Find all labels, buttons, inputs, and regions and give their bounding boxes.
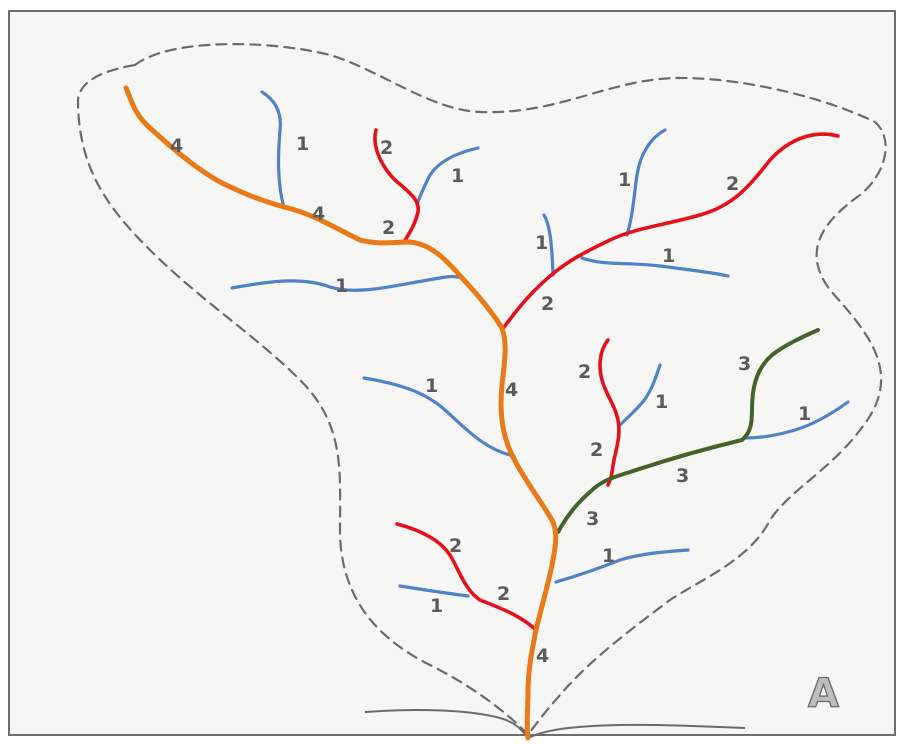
stream-order-1 [362, 376, 516, 458]
stream-order-1 [230, 274, 464, 292]
stream-order-1 [260, 90, 286, 210]
order-label: 1 [602, 545, 615, 567]
order-label: 1 [655, 391, 668, 413]
order-label: 1 [335, 275, 348, 297]
order-label: 3 [586, 508, 599, 530]
stream-order-1 [744, 400, 850, 440]
order-label: 2 [578, 361, 591, 383]
order-label: 1 [662, 245, 675, 267]
order-label: 4 [536, 645, 549, 667]
order-label: 1 [618, 169, 631, 191]
order-label: 3 [738, 353, 751, 375]
order-label: 2 [382, 217, 395, 239]
stream-order-1 [415, 146, 480, 207]
order-label: 1 [430, 595, 443, 617]
stream-order-1 [580, 256, 730, 278]
stream-order-1 [625, 128, 667, 237]
stream-order-2 [373, 128, 420, 244]
order-label: 2 [541, 293, 554, 315]
order-label: 2 [449, 535, 462, 557]
ground-line-right [527, 723, 746, 739]
stream-order-1 [542, 213, 555, 277]
stream-order-2 [395, 522, 538, 632]
order-label: 4 [312, 203, 325, 225]
ground-line-left [364, 709, 529, 739]
stream-order-4 [123, 85, 559, 741]
stream-order-1 [554, 548, 690, 584]
order-label: 2 [590, 439, 603, 461]
stream-order-3 [556, 328, 820, 534]
stream-order-1 [618, 363, 662, 427]
order-label: 2 [726, 173, 739, 195]
stream-order-1 [398, 584, 470, 598]
order-label: 1 [535, 232, 548, 254]
order-label: 1 [296, 133, 309, 155]
panel-letter: A [808, 671, 839, 717]
order-label: 1 [425, 375, 438, 397]
order-label: 1 [798, 403, 811, 425]
stream-order-2 [500, 132, 840, 332]
order-label: 3 [676, 465, 689, 487]
stream-order-2 [598, 338, 621, 487]
watershed-boundary [76, 43, 887, 737]
order-label: 1 [451, 165, 464, 187]
order-label: 4 [170, 135, 183, 157]
order-label: 2 [497, 583, 510, 605]
order-label: 4 [505, 379, 518, 401]
order-label: 2 [380, 137, 393, 159]
